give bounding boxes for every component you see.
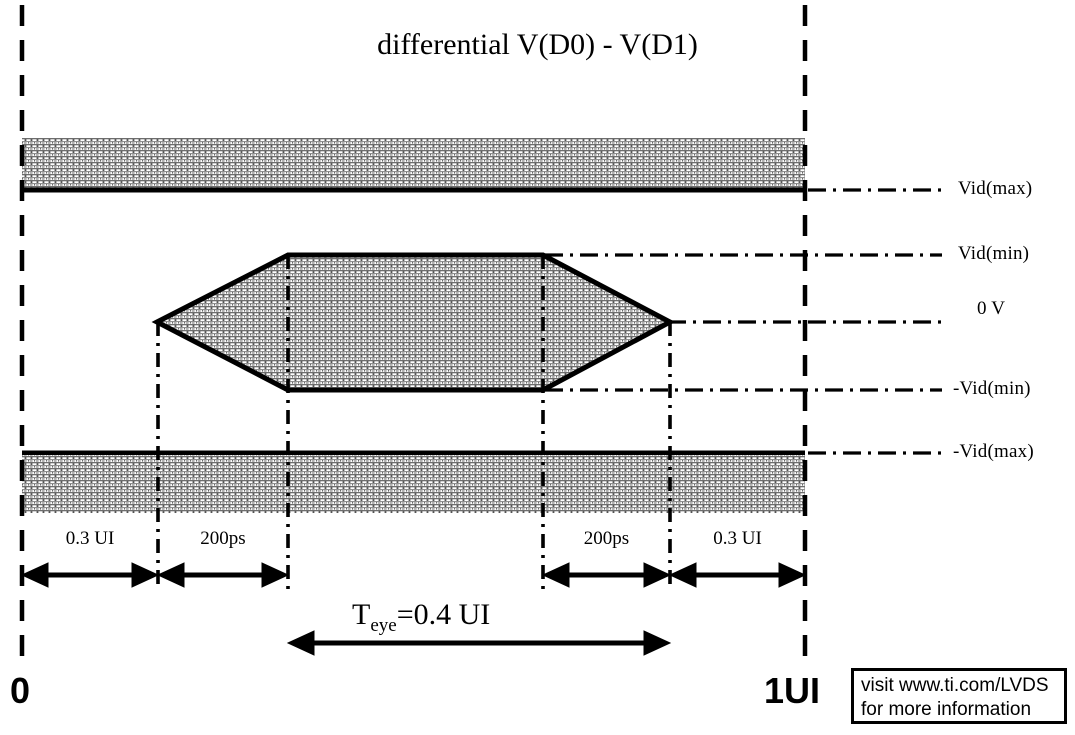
info-box-line-1: visit www.ti.com/LVDS: [861, 675, 1049, 696]
arrow-eye-width: [286, 630, 672, 656]
eye-opening-hexagon: [151, 252, 676, 393]
level-label-vid-min: Vid(min): [958, 243, 1030, 264]
page-title: differential V(D0) - V(D1): [377, 28, 698, 61]
info-box-line-2: for more information: [861, 699, 1032, 720]
eye-width-value: =0.4 UI: [396, 598, 491, 631]
level-label-neg-vid-min: -Vid(min): [953, 378, 1031, 399]
time-boundary-lines: [19, 5, 808, 660]
timing-label-left-margin: 0.3 UI: [65, 528, 115, 549]
level-label-zero-volt: 0 V: [977, 298, 1006, 319]
dimension-arrows-row1: [20, 562, 807, 588]
timing-label-right-fall: 200ps: [583, 528, 630, 549]
level-label-vid-max: Vid(max): [958, 178, 1033, 199]
arrow-right-fall: [541, 562, 672, 588]
axis-label-start: 0: [10, 670, 31, 711]
upper-forbidden-band: [22, 138, 805, 193]
timing-label-eye-width: Teye=0.4 UI: [352, 598, 490, 637]
level-label-neg-vid-max: -Vid(max): [953, 441, 1034, 462]
eye-width-prefix: T: [352, 598, 371, 631]
timing-label-right-margin: 0.3 UI: [713, 528, 762, 549]
timing-label-left-rise: 200ps: [200, 528, 246, 549]
info-box: visit www.ti.com/LVDS for more informati…: [851, 668, 1067, 724]
arrow-right-margin: [668, 562, 807, 588]
axis-label-end: 1UI: [764, 670, 821, 711]
lower-forbidden-band: [22, 450, 805, 513]
eye-width-subscript: eye: [370, 615, 397, 636]
arrow-left-rise: [156, 562, 290, 588]
arrow-left-margin: [20, 562, 160, 588]
level-reference-lines: [545, 188, 942, 455]
